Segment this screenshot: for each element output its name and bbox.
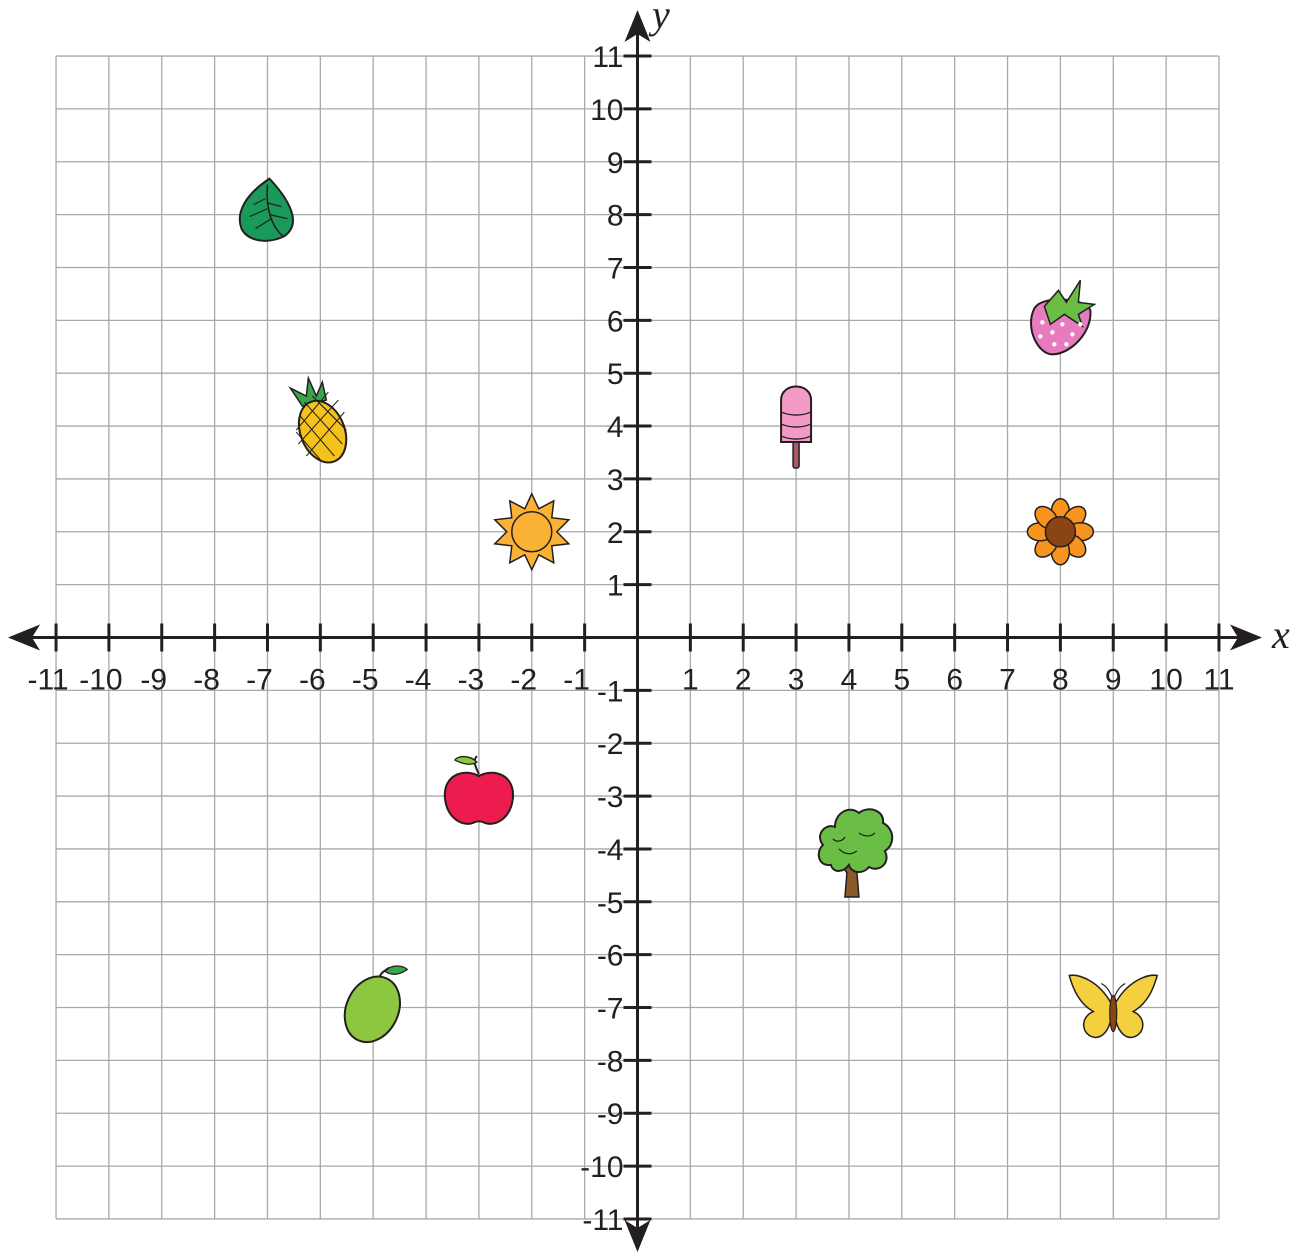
x-tick-label: -5 bbox=[352, 664, 379, 697]
y-tick-label: 4 bbox=[607, 411, 624, 444]
x-tick-label: -6 bbox=[299, 664, 326, 697]
y-tick-label: -4 bbox=[597, 834, 624, 867]
x-tick-label: 2 bbox=[735, 664, 752, 697]
y-tick-label: -10 bbox=[580, 1151, 623, 1184]
y-tick-label: 3 bbox=[607, 464, 624, 497]
x-tick-label: -11 bbox=[27, 664, 68, 697]
y-tick-label: -11 bbox=[582, 1204, 623, 1237]
y-tick-label: -6 bbox=[597, 940, 624, 973]
sunflower-icon bbox=[1027, 499, 1093, 565]
y-tick-label: 6 bbox=[607, 305, 624, 338]
y-tick-label: 8 bbox=[607, 200, 624, 233]
x-tick-label: -7 bbox=[246, 664, 273, 697]
x-tick-label: 3 bbox=[788, 664, 805, 697]
x-tick-label: -8 bbox=[193, 664, 220, 697]
y-axis-label: y bbox=[648, 0, 670, 37]
lime-icon bbox=[334, 966, 410, 1051]
y-tick-label: 11 bbox=[592, 41, 623, 74]
x-tick-label: 9 bbox=[1105, 664, 1122, 697]
x-tick-label: -2 bbox=[510, 664, 537, 697]
tree-icon bbox=[819, 809, 892, 897]
axes bbox=[8, 10, 1262, 1252]
leaf-icon bbox=[240, 179, 293, 241]
y-tick-label: -2 bbox=[597, 728, 624, 761]
y-tick-label: 2 bbox=[607, 517, 624, 550]
y-tick-label: 10 bbox=[590, 94, 623, 127]
x-tick-label: 4 bbox=[841, 664, 858, 697]
y-tick-label: 7 bbox=[607, 252, 624, 285]
x-tick-label: 1 bbox=[682, 664, 699, 697]
sun-icon bbox=[495, 494, 569, 570]
y-tick-label: 1 bbox=[607, 570, 624, 603]
x-tick-label: -3 bbox=[458, 664, 485, 697]
x-tick-label: -4 bbox=[405, 664, 432, 697]
strawberry-icon bbox=[1031, 280, 1094, 354]
x-tick-label: 11 bbox=[1203, 664, 1234, 697]
x-tick-label: -1 bbox=[563, 664, 590, 697]
x-tick-label: -10 bbox=[79, 664, 122, 697]
x-tick-label: 5 bbox=[893, 664, 910, 697]
plotted-icons bbox=[240, 179, 1157, 1052]
y-tick-label: -7 bbox=[597, 993, 624, 1026]
y-tick-label: -8 bbox=[597, 1045, 624, 1078]
y-tick-label: -9 bbox=[597, 1098, 624, 1131]
pineapple-icon bbox=[290, 378, 355, 469]
x-axis-label: x bbox=[1271, 612, 1290, 657]
y-tick-label: 9 bbox=[607, 147, 624, 180]
x-tick-label: 6 bbox=[946, 664, 963, 697]
popsicle-icon bbox=[781, 387, 811, 469]
y-tick-label: 5 bbox=[607, 358, 624, 391]
x-tick-label: 10 bbox=[1149, 664, 1182, 697]
y-tick-label: -3 bbox=[597, 781, 624, 814]
x-tick-label: -9 bbox=[140, 664, 167, 697]
y-tick-label: -1 bbox=[597, 675, 624, 708]
y-tick-label: -5 bbox=[597, 887, 624, 920]
x-tick-label: 8 bbox=[1052, 664, 1069, 697]
x-tick-label: 7 bbox=[999, 664, 1016, 697]
